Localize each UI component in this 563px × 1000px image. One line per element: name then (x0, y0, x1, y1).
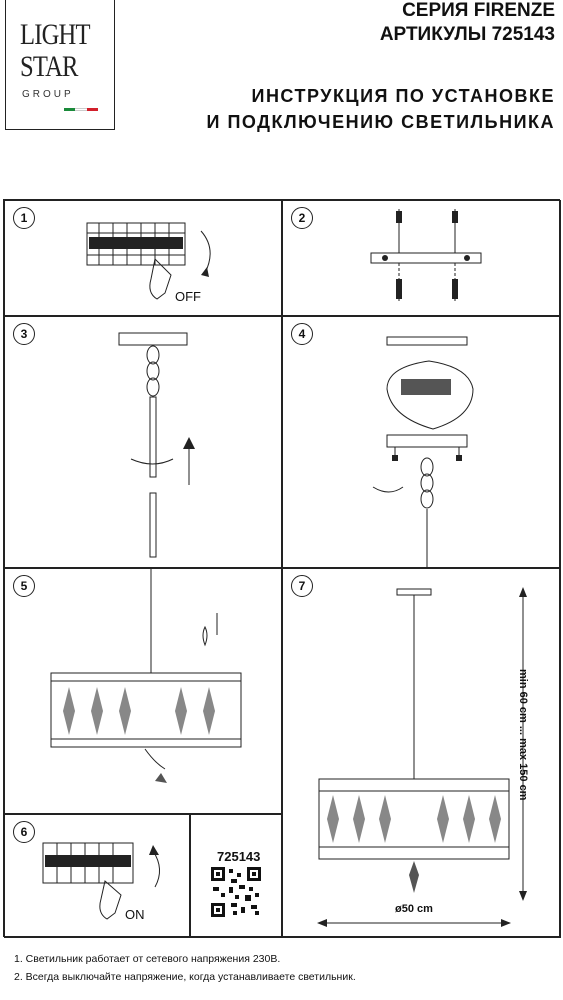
brand-logo: LIGHT STAR GROUP (5, 0, 115, 130)
logo-word-light: LIGHT (20, 18, 91, 51)
italian-flag-stripe (64, 108, 98, 111)
step-6-on-label: ON (125, 907, 145, 922)
step-2-panel: 2 (282, 200, 561, 316)
step-3-number: 3 (13, 323, 35, 345)
step-1-panel: 1 OFF (4, 200, 282, 316)
logo-word-group: GROUP (22, 89, 74, 100)
step-7-number: 7 (291, 575, 313, 597)
step-5-number: 5 (13, 575, 35, 597)
article-qr-panel: 725143 (190, 814, 282, 938)
dimensions-illustration (317, 587, 527, 927)
bulb-insertion-illustration (50, 569, 242, 783)
mounting-plate-illustration (370, 209, 482, 301)
step-5-panel: 5 (4, 568, 282, 814)
step-7-diameter-label: ø50 cm (395, 903, 433, 915)
logo-word-star: STAR (20, 50, 78, 83)
step-6-panel: 6 ON (4, 814, 190, 938)
instruction-title-line2: И ПОДКЛЮЧЕНИЮ СВЕТИЛЬНИКА (206, 112, 555, 132)
note-item: 1. Светильник работает от сетевого напря… (14, 953, 281, 965)
breaker-off-illustration (86, 222, 211, 300)
article-code: 725143 (217, 849, 261, 864)
series-title: СЕРИЯ FIRENZE (402, 0, 555, 21)
instruction-steps-grid: 1 OFF 2 3 (3, 199, 561, 938)
step-4-panel: 4 (282, 316, 561, 568)
qr-code-icon (211, 867, 261, 917)
step-1-number: 1 (13, 207, 35, 229)
step-1-off-label: OFF (175, 289, 201, 304)
step-7-panel: 7 min 60 cm ... max 150 cm ø50 (282, 568, 561, 938)
instruction-title-line1: ИНСТРУКЦИЯ ПО УСТАНОВКЕ (251, 86, 555, 106)
step-6-number: 6 (13, 821, 35, 843)
wiring-connection-illustration (372, 336, 474, 567)
step-3-panel: 3 (4, 316, 282, 568)
note-item: 2. Всегда выключайте напряжение, когда у… (14, 971, 356, 983)
rod-assembly-illustration (118, 332, 195, 558)
step-2-number: 2 (291, 207, 313, 229)
step-4-number: 4 (291, 323, 313, 345)
articles-title: АРТИКУЛЫ 725143 (379, 24, 555, 45)
breaker-on-illustration (42, 842, 160, 920)
safety-notes: 1. Светильник работает от сетевого напря… (14, 950, 554, 986)
step-7-height-label: min 60 cm ... max 150 cm (517, 669, 529, 801)
